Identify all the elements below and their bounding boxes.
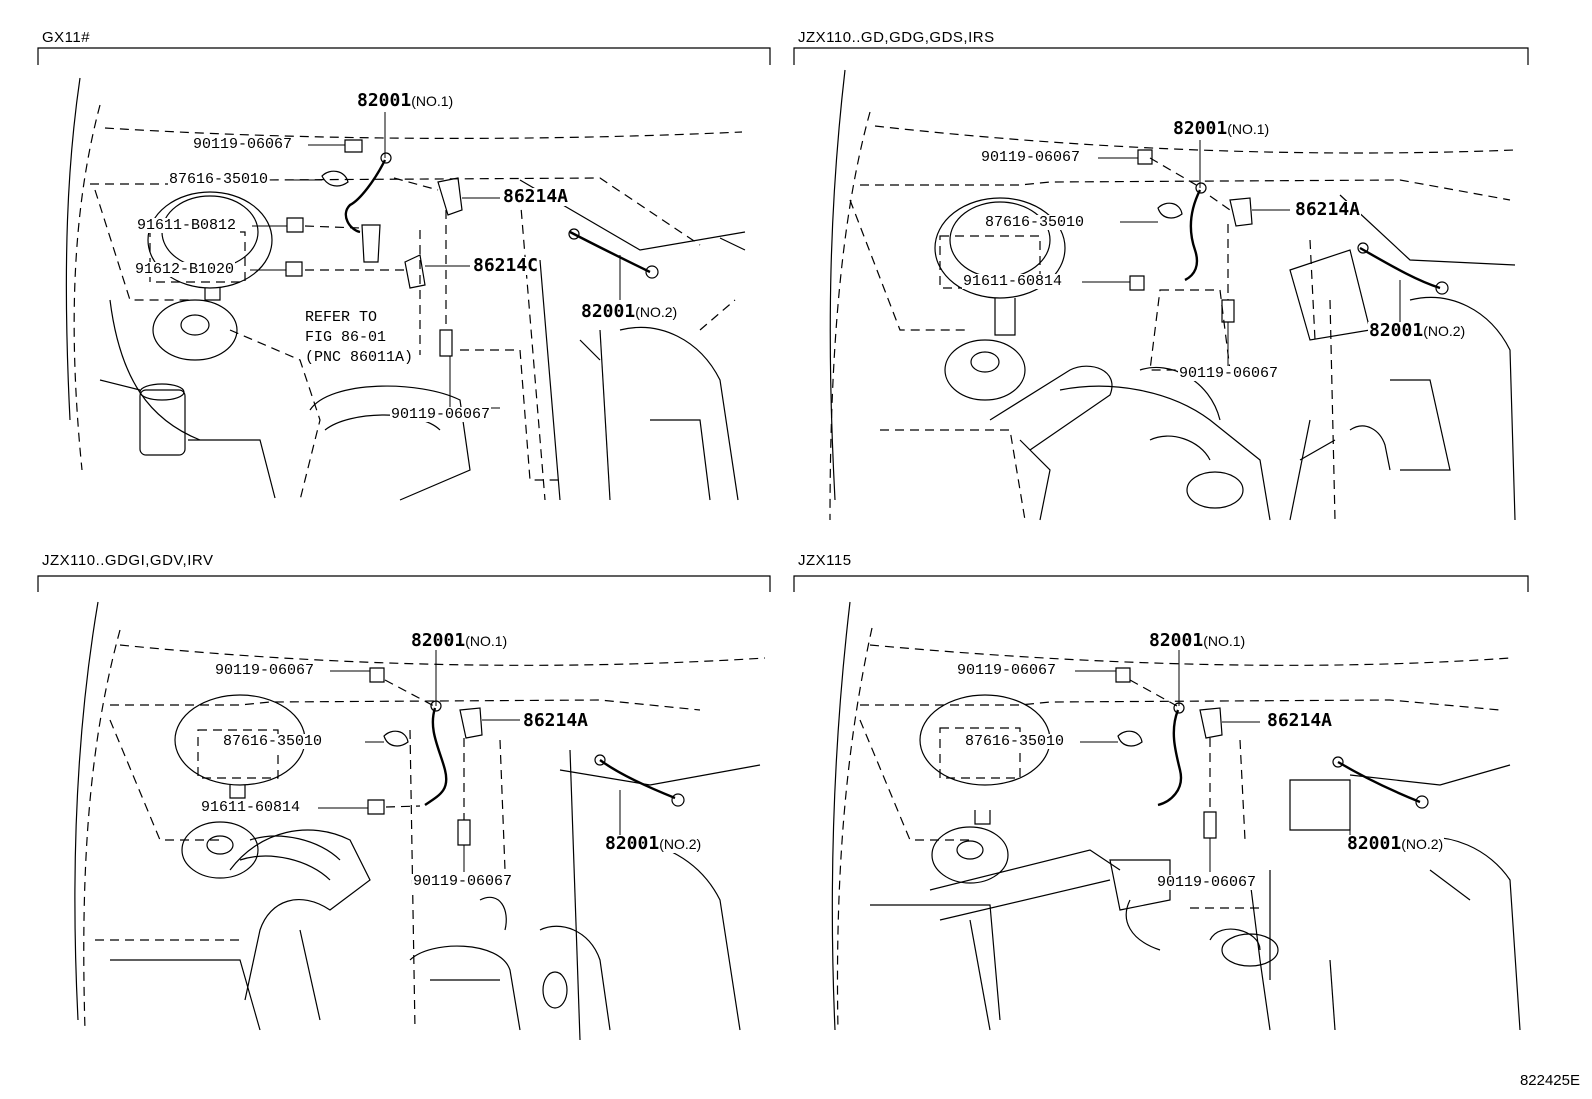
- bolt-callout: 90119-06067: [1178, 365, 1280, 382]
- harness-no2-callout: 82001(NO.2): [1368, 320, 1467, 341]
- bracket-callout: 86214A: [1266, 710, 1334, 731]
- variant-label: JZX110..GDGI,GDV,IRV: [42, 552, 214, 569]
- screw-callout: 91611-B0812: [136, 217, 238, 234]
- bolt-callout: 90119-06067: [980, 149, 1082, 166]
- bolt-callout: 90119-06067: [1156, 874, 1258, 891]
- harness-no1-callout: 82001(NO.1): [1172, 118, 1271, 139]
- harness-no1-callout: 82001(NO.1): [356, 90, 455, 111]
- engine-bay-drawing: [793, 47, 1529, 521]
- bolt-callout: 90119-06067: [412, 873, 514, 890]
- bracket-callout: 86214C: [472, 255, 540, 276]
- variant-label: JZX110..GD,GDG,GDS,IRS: [798, 29, 995, 46]
- bolt-callout: 90119-06067: [192, 136, 294, 153]
- harness-no1-callout: 82001(NO.1): [410, 630, 509, 651]
- bracket-callout: 86214A: [1294, 199, 1362, 220]
- variant-label: GX11#: [42, 29, 91, 46]
- engine-bay-drawing: [37, 47, 771, 501]
- bolt-callout: 90119-06067: [956, 662, 1058, 679]
- screw-callout: 91612-B1020: [134, 261, 236, 278]
- screw-callout: 91611-60814: [962, 273, 1064, 290]
- panel-jzx115: JZX115: [790, 540, 1592, 1040]
- panel-jzx110-gd: JZX110..GD,GDG,GDS,IRS: [790, 0, 1592, 540]
- bolt-callout: 90119-06067: [390, 406, 492, 423]
- panel-gx11: GX11#: [0, 0, 790, 540]
- engine-bay-drawing: [37, 575, 771, 1041]
- clamp-callout: 87616-35010: [964, 733, 1066, 750]
- harness-no2-callout: 82001(NO.2): [580, 301, 679, 322]
- clamp-callout: 87616-35010: [984, 214, 1086, 231]
- panel-jzx110-gdgi: JZX110..GDGI,GDV,IRV: [0, 540, 790, 1041]
- bracket-callout: 86214A: [502, 186, 570, 207]
- variant-label: JZX115: [798, 552, 852, 569]
- screw-callout: 91611-60814: [200, 799, 302, 816]
- figure-code: 822425E: [1519, 1072, 1580, 1089]
- harness-no2-callout: 82001(NO.2): [604, 833, 703, 854]
- harness-no2-callout: 82001(NO.2): [1346, 833, 1445, 854]
- bolt-callout: 90119-06067: [214, 662, 316, 679]
- clamp-callout: 87616-35010: [222, 733, 324, 750]
- harness-no1-callout: 82001(NO.1): [1148, 630, 1247, 651]
- clamp-callout: 87616-35010: [168, 171, 270, 188]
- engine-bay-drawing: [793, 575, 1529, 1031]
- refer-note: REFER TO FIG 86-01 (PNC 86011A): [305, 309, 414, 366]
- bracket-callout: 86214A: [522, 710, 590, 731]
